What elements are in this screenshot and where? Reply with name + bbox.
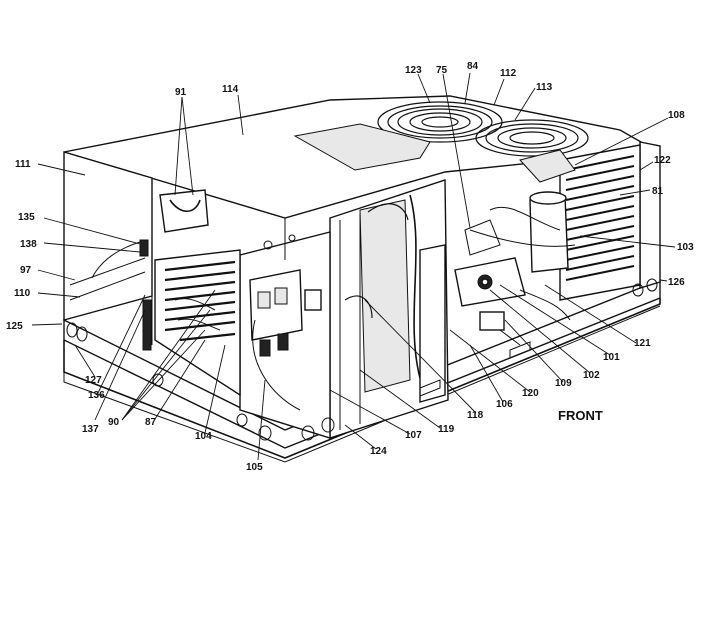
callout-103: 103 [677, 242, 694, 253]
upper-bracket [159, 189, 286, 260]
callout-118: 118 [467, 410, 484, 421]
top-vent-cover [293, 123, 431, 171]
callout-101: 101 [603, 352, 620, 363]
left-end-panel [63, 151, 153, 321]
left-internals [69, 178, 153, 351]
heat-exchanger [154, 249, 241, 397]
callout-75: 75 [436, 65, 448, 76]
callout-91: 91 [175, 87, 187, 98]
base-rail [63, 298, 661, 459]
callout-135: 135 [18, 212, 35, 223]
callout-114: 114 [222, 84, 239, 95]
callout-122: 122 [654, 155, 671, 166]
callout-127: 127 [85, 375, 102, 386]
callout-124: 124 [370, 446, 387, 457]
callout-112: 112 [500, 68, 517, 79]
blower-section [329, 179, 449, 439]
callout-138: 138 [20, 239, 37, 250]
callout-87: 87 [145, 417, 157, 428]
callout-107: 107 [405, 430, 422, 441]
leader-lines [31, 72, 676, 461]
control-box [239, 231, 331, 439]
gas-valve-assembly [454, 219, 571, 346]
callout-90: 90 [108, 417, 120, 428]
callout-105: 105 [246, 462, 263, 473]
callout-110: 110 [14, 288, 31, 299]
base-knockouts [66, 278, 658, 441]
callout-84: 84 [467, 61, 479, 72]
callout-137: 137 [82, 424, 99, 435]
fan-grille-2 [475, 119, 589, 157]
callout-111: 111 [15, 159, 31, 170]
callout-123: 123 [405, 65, 422, 76]
callout-109: 109 [555, 378, 572, 389]
callout-136: 136 [88, 390, 105, 401]
callout-120: 120 [522, 388, 539, 399]
callout-97: 97 [20, 265, 32, 276]
front-label: FRONT [558, 408, 603, 423]
fan-grille-1 [377, 101, 503, 143]
callout-104: 104 [195, 431, 212, 442]
callout-labels: 123 75 84 112 113 91 114 108 111 122 81 … [6, 61, 694, 473]
callout-121: 121 [634, 338, 651, 349]
callout-81: 81 [652, 186, 664, 197]
condenser-fans [293, 101, 589, 171]
callout-113: 113 [536, 82, 553, 93]
compressor [469, 149, 576, 273]
condenser-coil [559, 144, 641, 301]
callout-106: 106 [496, 399, 513, 410]
callout-119: 119 [438, 424, 455, 435]
callout-102: 102 [583, 370, 600, 381]
callout-108: 108 [668, 110, 685, 121]
callout-125: 125 [6, 321, 23, 332]
callout-126: 126 [668, 277, 685, 288]
